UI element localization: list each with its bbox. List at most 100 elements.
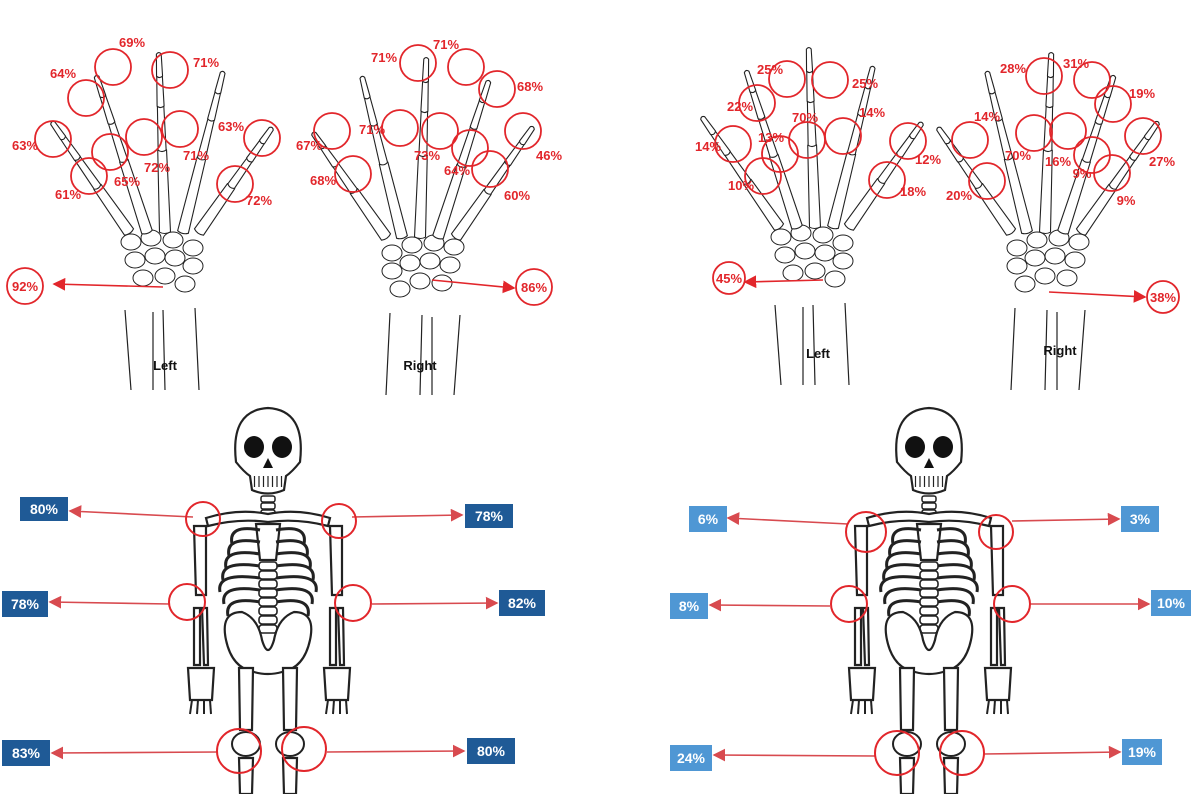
left-hand-diagram: 25%25%22%70%14%13%14%10%12%18% [695, 47, 941, 386]
right-joint-ring [504, 112, 542, 150]
left-wrist-arrow [743, 275, 824, 289]
hand-panel-1: 69%71%64%63%63%61%65%72%71%72%71%71%68%6… [6, 35, 562, 396]
right-elbow-badge [499, 590, 545, 616]
left-knee-ring [216, 728, 262, 774]
right-knee-percent: 80% [477, 743, 506, 759]
left-joint-percent: 71% [193, 55, 219, 70]
left-joint-ring [70, 157, 108, 195]
left-shoulder-ring [845, 511, 887, 553]
left-elbow-arrow [708, 598, 831, 612]
right-hand-caption: Right [403, 358, 437, 373]
right-hand-bones [936, 52, 1160, 391]
hand-panel-2: 25%25%22%70%14%13%14%10%12%18%28%31%19%1… [695, 47, 1180, 391]
left-hand-bones [50, 52, 274, 391]
right-joint-ring [1049, 112, 1087, 150]
left-elbow-badge [670, 593, 708, 619]
right-joint-percent: 19% [1129, 86, 1155, 101]
skeleton-panel-1: 80%78%78%82%83%80% [2, 406, 545, 794]
left-knee-badge [2, 740, 50, 766]
left-joint-percent: 14% [859, 105, 885, 120]
right-shoulder-arrow [351, 508, 464, 522]
left-wrist-percent: 45% [716, 271, 742, 286]
left-knee-badge [670, 745, 712, 771]
right-elbow-percent: 82% [508, 595, 537, 611]
right-hand-bones [311, 57, 535, 396]
left-knee-arrow [712, 748, 876, 762]
right-hand-caption: Right [1043, 343, 1077, 358]
left-joint-percent: 14% [695, 139, 721, 154]
left-joint-percent: 72% [246, 193, 272, 208]
left-joint-ring [125, 118, 163, 156]
left-joint-percent: 72% [144, 160, 170, 175]
right-joint-ring [381, 109, 419, 147]
right-elbow-arrow [371, 596, 499, 610]
skeleton-figure [847, 406, 1013, 794]
left-joint-ring [744, 157, 782, 195]
left-joint-percent: 13% [758, 130, 784, 145]
left-knee-percent: 83% [12, 745, 41, 761]
left-joint-ring [216, 165, 254, 203]
left-shoulder-percent: 80% [30, 501, 59, 517]
left-elbow-ring [830, 585, 868, 623]
left-elbow-arrow [48, 595, 171, 609]
left-shoulder-arrow [68, 505, 194, 518]
left-wrist-percent: 92% [12, 279, 38, 294]
left-joint-percent: 12% [915, 152, 941, 167]
right-hand-diagram: 28%31%19%14%70%16%27%9%20%9% [936, 52, 1175, 391]
right-elbow-ring [334, 584, 372, 622]
left-shoulder-badge [20, 497, 68, 521]
right-wrist-percent: 86% [521, 280, 547, 295]
right-joint-ring [313, 112, 351, 150]
left-wrist-arrow [52, 277, 164, 291]
right-joint-percent: 73% [414, 148, 440, 163]
left-shoulder-percent: 6% [698, 511, 719, 527]
right-joint-percent: 14% [974, 109, 1000, 124]
right-joint-percent: 71% [371, 50, 397, 65]
left-joint-ring [243, 119, 281, 157]
right-joint-percent: 67% [296, 138, 322, 153]
right-wrist-ring [1146, 280, 1180, 314]
left-joint-percent: 25% [852, 76, 878, 91]
left-shoulder-badge [689, 506, 727, 532]
left-knee-ring [874, 730, 920, 776]
left-joint-ring [161, 110, 199, 148]
right-joint-ring [968, 162, 1006, 200]
left-joint-percent: 70% [792, 110, 818, 125]
right-joint-percent: 68% [517, 79, 543, 94]
left-joint-percent: 18% [900, 184, 926, 199]
right-joint-ring [1094, 85, 1132, 123]
right-joint-percent: 70% [1005, 148, 1031, 163]
left-joint-ring [94, 48, 132, 86]
right-joint-ring [478, 70, 516, 108]
right-shoulder-ring [978, 514, 1014, 550]
right-joint-percent: 60% [504, 188, 530, 203]
right-shoulder-percent: 3% [1130, 511, 1151, 527]
left-joint-percent: 64% [50, 66, 76, 81]
left-hand-caption: Left [806, 346, 831, 361]
left-joint-percent: 25% [757, 62, 783, 77]
left-joint-percent: 22% [727, 99, 753, 114]
left-joint-percent: 63% [12, 138, 38, 153]
left-joint-ring [768, 60, 806, 98]
left-joint-ring [788, 121, 826, 159]
left-joint-ring [91, 133, 129, 171]
left-joint-ring [868, 161, 906, 199]
right-joint-ring [1124, 117, 1162, 155]
right-joint-ring [421, 112, 459, 150]
right-joint-percent: 9% [1073, 166, 1092, 181]
right-knee-ring [939, 730, 985, 776]
right-elbow-ring [993, 585, 1031, 623]
right-joint-percent: 20% [946, 188, 972, 203]
right-joint-percent: 71% [359, 122, 385, 137]
right-joint-percent: 64% [444, 163, 470, 178]
right-joint-ring [447, 48, 485, 86]
left-joint-ring [824, 117, 862, 155]
right-knee-percent: 19% [1128, 744, 1157, 760]
right-wrist-percent: 38% [1150, 290, 1176, 305]
left-joint-ring [811, 61, 849, 99]
right-shoulder-arrow [1011, 512, 1121, 526]
right-knee-arrow [983, 745, 1122, 759]
left-joint-percent: 61% [55, 187, 81, 202]
right-wrist-ring [515, 268, 553, 306]
